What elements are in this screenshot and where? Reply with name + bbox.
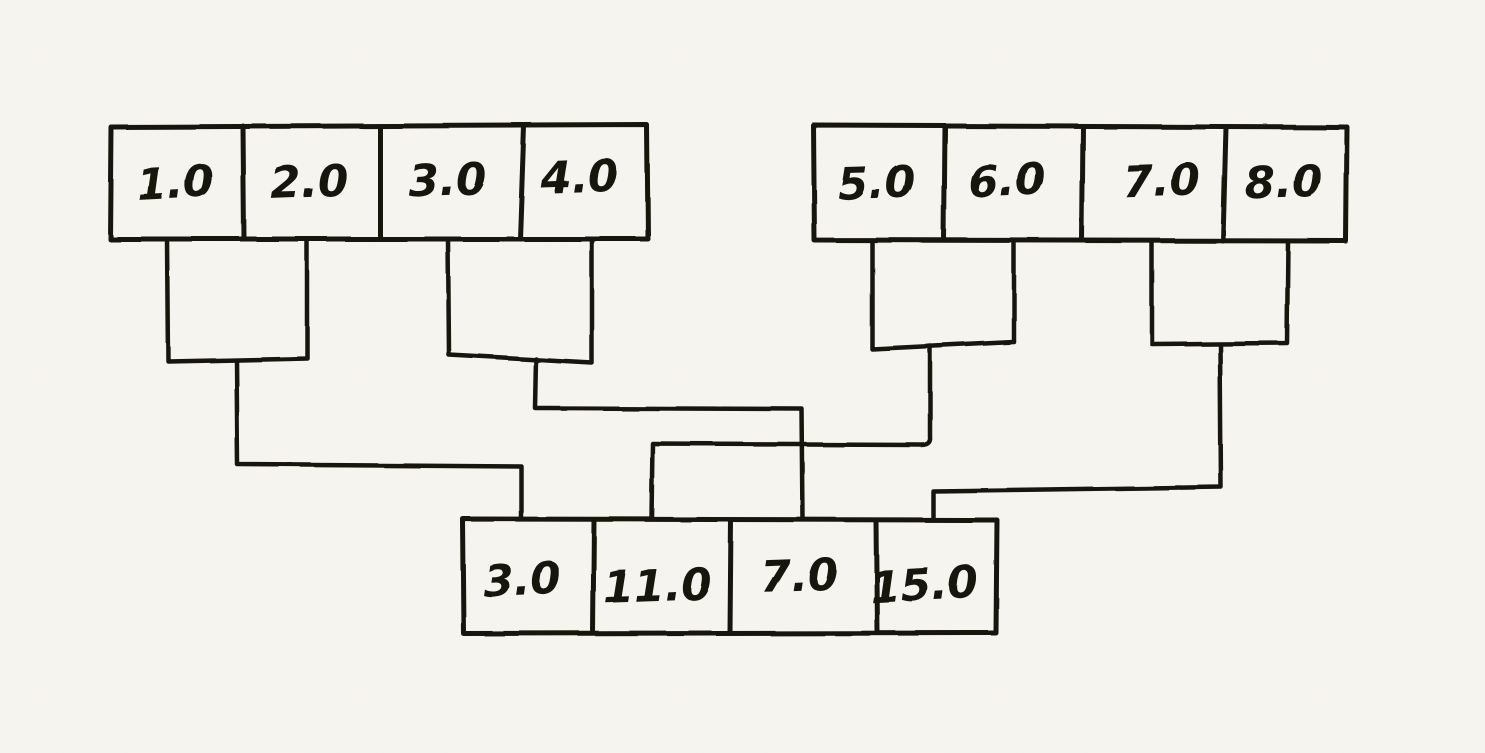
result-cell-2-value: 7.0 [760,550,840,604]
result-array-divider-1 [590,517,597,636]
array-b-divider-1 [941,123,948,243]
stem-1-2-to-cell0 [233,357,524,522]
array-a-divider-1 [240,123,247,242]
input-array-a: 1.0 2.0 3.0 4.0 [107,122,651,242]
input-array-b: 5.0 6.0 7.0 8.0 [810,122,1350,244]
stem-3-4-to-cell2 [532,356,806,522]
connection-b56-to-result1 [649,238,1017,522]
result-cell-3-value: 15.0 [869,557,980,614]
array-b-cell-3-value: 8.0 [1244,156,1324,210]
result-cell-1-value: 11.0 [602,559,712,614]
array-a-divider-3 [517,123,527,242]
array-b-cell-0-value: 5.0 [837,157,917,211]
bracket-3-4 [445,237,595,366]
array-b-outline [810,122,1350,244]
ink-layer: 1.0 2.0 3.0 4.0 5.0 6.0 7.0 8.0 3.0 11.0… [107,122,1350,637]
result-cell-0-value: 3.0 [482,553,563,608]
bracket-5-6 [869,238,1017,352]
array-b-divider-3 [1220,124,1229,244]
connection-a12-to-result0 [164,237,524,522]
result-array-divider-2 [727,517,734,636]
array-b-cell-2-value: 7.0 [1122,155,1202,209]
array-a-cell-3-value: 4.0 [539,151,620,205]
array-b-cell-1-value: 6.0 [967,154,1048,209]
result-array-divider-3 [873,517,880,636]
array-a-outline [107,122,651,242]
result-array-outline [460,516,1000,637]
array-a-cell-0-value: 1.0 [135,156,216,211]
connection-b78-to-result3 [930,238,1291,522]
connection-a34-to-result2 [445,237,806,522]
array-a-cell-1-value: 2.0 [270,156,350,210]
array-b-divider-2 [1079,124,1086,243]
stem-5-6-to-cell1 [649,343,933,522]
result-array: 3.0 11.0 7.0 15.0 [460,516,1000,637]
stem-7-8-to-cell3 [930,341,1224,522]
array-a-cell-2-value: 3.0 [408,154,488,208]
